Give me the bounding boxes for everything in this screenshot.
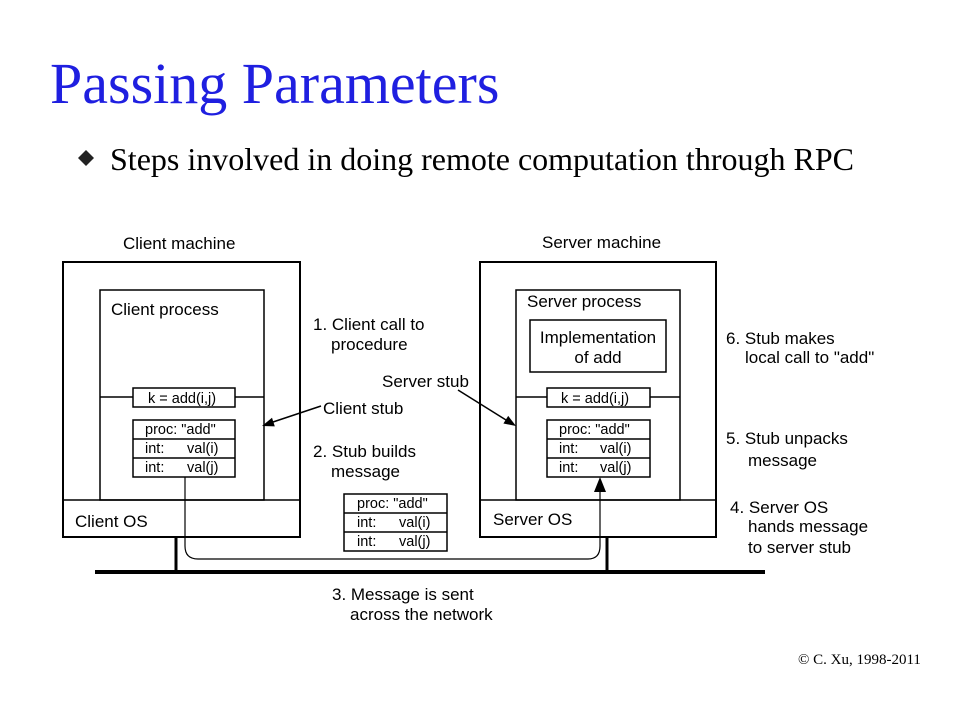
message-path — [184, 477, 601, 560]
client-message-type: int: — [145, 460, 164, 476]
server-call-text: k = add(i,j) — [561, 391, 629, 407]
step-6-line: local call to "add" — [745, 348, 874, 367]
network-message-type: int: — [357, 515, 376, 531]
step-5-line: message — [748, 451, 817, 470]
step-5-line: 5. Stub unpacks — [726, 429, 848, 448]
step-1-line: procedure — [331, 335, 408, 354]
slide-title: Passing Parameters — [50, 51, 499, 116]
implementation-label: of add — [574, 348, 621, 367]
server-message-type: int: — [559, 460, 578, 476]
client-message-type: int: — [145, 441, 164, 457]
step-2-line: 2. Stub builds — [313, 442, 416, 461]
step-1: 1. Client call to procedure — [313, 315, 425, 354]
network-message-value: val(j) — [399, 534, 430, 550]
step-4-line: 4. Server OS — [730, 498, 828, 517]
client-machine-box — [62, 261, 301, 538]
server-message-value: val(i) — [600, 441, 631, 457]
step-6: 6. Stub makes local call to "add" — [726, 329, 874, 367]
step-4-line: to server stub — [748, 538, 851, 557]
step-2-line: message — [331, 462, 400, 481]
network-message-box — [343, 493, 448, 552]
server-call-box — [546, 387, 651, 408]
network-message: proc: "add" int: val(i) int: val(j) — [343, 493, 448, 552]
server-os-label: Server OS — [493, 510, 572, 529]
client-message-value: val(i) — [187, 441, 218, 457]
client-stub-pointer — [272, 405, 322, 423]
server-stub-label: Server stub — [382, 372, 469, 391]
client-process-label: Client process — [111, 300, 219, 319]
bullet-text: Steps involved in doing remote computati… — [110, 141, 854, 177]
step-1-line: 1. Client call to — [313, 315, 425, 334]
server-message-type: int: — [559, 441, 578, 457]
server-machine: Server machine Server process Implementa… — [479, 233, 717, 538]
implementation-label: Implementation — [540, 328, 656, 347]
client-call-box — [132, 387, 236, 408]
client-machine: Client machine Client process k = add(i,… — [62, 234, 301, 538]
step-4: 4. Server OS hands message to server stu… — [730, 498, 868, 557]
client-os-label: Client OS — [75, 512, 148, 531]
step-3-line: across the network — [350, 605, 493, 624]
client-stub-arrowhead-icon — [262, 417, 275, 427]
client-message-box — [132, 419, 236, 478]
client-machine-label: Client machine — [123, 234, 235, 253]
step-3-line: 3. Message is sent — [332, 585, 474, 604]
server-machine-label: Server machine — [542, 233, 661, 252]
copyright-footer: © C. Xu, 1998-2011 — [798, 652, 921, 668]
step-6-line: 6. Stub makes — [726, 329, 835, 348]
implementation-box — [529, 319, 667, 373]
server-message-value: val(j) — [600, 460, 631, 476]
network-message-header: proc: "add" — [357, 496, 428, 512]
client-message: proc: "add" int: val(i) int: val(j) — [132, 419, 236, 478]
server-process-label: Server process — [527, 292, 641, 311]
network-message-type: int: — [357, 534, 376, 550]
message-arrowhead-icon — [594, 477, 606, 492]
client-stub-label: Client stub — [323, 399, 403, 418]
client-message-header: proc: "add" — [145, 422, 216, 438]
client-call-text: k = add(i,j) — [148, 391, 216, 407]
server-stub-arrowhead-icon — [503, 415, 516, 426]
client-message-value: val(j) — [187, 460, 218, 476]
step-2: 2. Stub builds message — [313, 442, 416, 481]
server-message-header: proc: "add" — [559, 422, 630, 438]
server-stub-pointer — [457, 389, 507, 421]
step-4-line: hands message — [748, 517, 868, 536]
server-message-box — [546, 419, 651, 478]
network-message-value: val(i) — [399, 515, 430, 531]
step-3: 3. Message is sent across the network — [332, 585, 493, 624]
step-5: 5. Stub unpacks message — [726, 429, 848, 470]
server-machine-box — [479, 261, 717, 538]
diamond-bullet-icon — [78, 150, 94, 166]
server-message: proc: "add" int: val(i) int: val(j) — [546, 419, 651, 478]
